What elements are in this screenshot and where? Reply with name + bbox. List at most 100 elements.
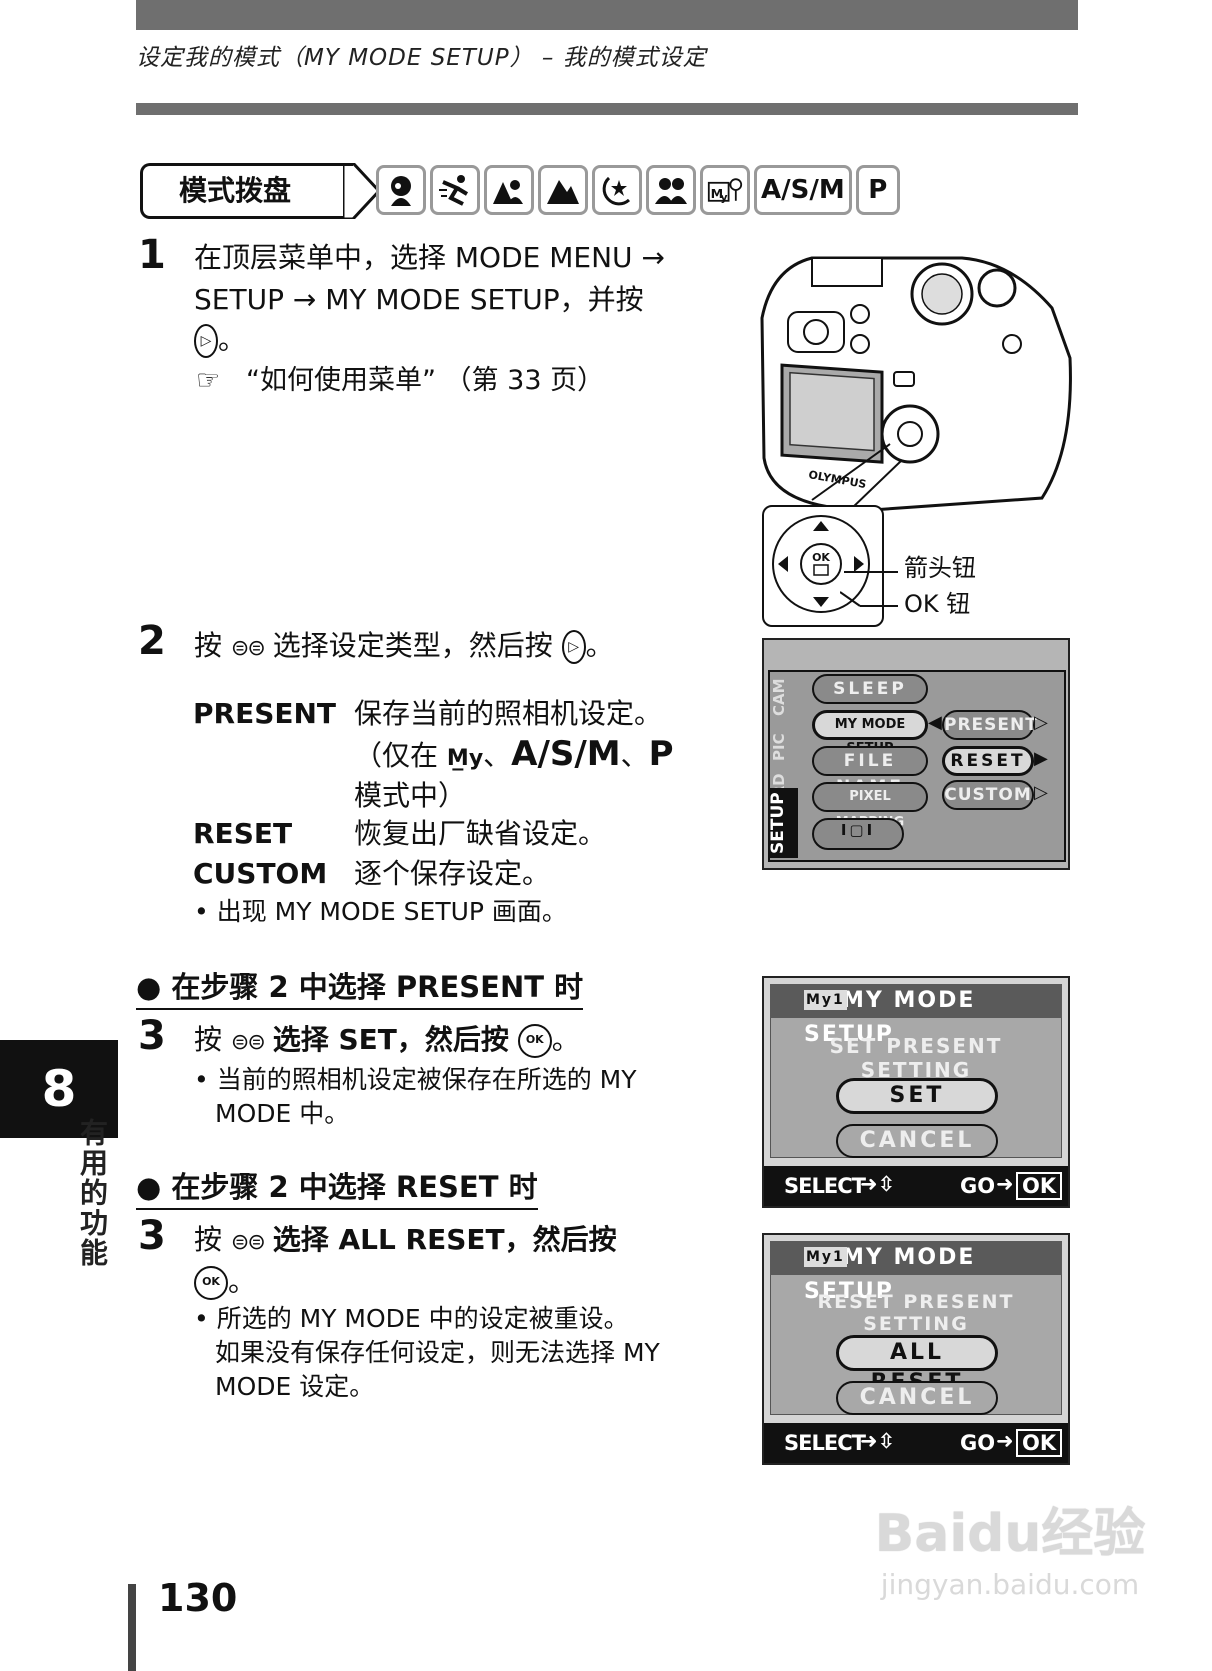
select-hint: SELECT — [784, 1431, 866, 1455]
top-bar — [136, 0, 1078, 30]
go-arrow-icon: ➜ — [996, 1172, 1014, 1196]
menu-item-file-name[interactable]: FILE NAME — [812, 746, 928, 797]
up-down-buttons-icon: ⊜⊜ — [230, 1230, 266, 1255]
step-2-number: 2 — [138, 618, 166, 664]
reset-present-screen: My1 MY MODE SETUP RESET PRESENT SETTING … — [762, 1233, 1070, 1465]
select-arrow-icon: ➜⇳ — [860, 1429, 896, 1453]
step-1-line-2: SETUP → MY MODE SETUP，并按 — [194, 283, 644, 316]
setup-menu-screen: CAM PIC CARD SETUP SLEEP MY MODE SETUP F… — [762, 638, 1070, 870]
chapter-title: 有用的功能 — [76, 1118, 109, 1268]
select-hint: SELECT — [784, 1174, 866, 1198]
landscape-portrait-icon — [484, 165, 534, 215]
header-divider — [136, 103, 1078, 115]
step-1-reference: ☞“如何使用菜单” （第 33 页） — [196, 365, 605, 396]
mode-p: P — [855, 165, 900, 215]
ok-button-label: OK 钮 — [904, 590, 971, 618]
option-present-note-2: 模式中） — [354, 779, 467, 812]
submenu-reset[interactable]: RESET — [942, 746, 1034, 776]
ok-button-icon: OK — [517, 1024, 552, 1058]
step-3-reset-bullet-2: 如果没有保存任何设定，则无法选择 MY — [215, 1338, 660, 1367]
menu-item-pixel-mapping[interactable]: PIXEL MAPPING — [812, 782, 928, 830]
right-arrow-button-icon: ▷ — [561, 630, 586, 664]
page-number: 130 — [158, 1576, 238, 1620]
select-arrow-icon: ➜⇳ — [860, 1172, 896, 1196]
submenu-custom[interactable]: CUSTOM — [942, 780, 1034, 810]
step-3-present-bullet-1: • 当前的照相机设定被保存在所选的 MY — [194, 1065, 637, 1094]
set-present-screen: My1 MY MODE SETUP SET PRESENT SETTING SE… — [762, 976, 1070, 1208]
mode-dial-arrow-icon — [343, 163, 382, 219]
option-custom-desc: 逐个保存设定。 — [354, 857, 551, 890]
chapter-number-tab: 8 — [0, 1040, 118, 1138]
screen-subtitle: RESET PRESENT SETTING — [817, 1291, 1015, 1335]
up-down-buttons-icon: ⊜⊜ — [230, 636, 266, 661]
menu-tab-setup[interactable]: SETUP — [768, 788, 798, 858]
arrow-button-label: 箭头钮 — [904, 554, 976, 582]
my-mode-icon: M̲y — [446, 746, 484, 771]
section-reset-heading: ● 在步骤 2 中选择 RESET 时 — [136, 1164, 538, 1210]
step-3-present-instruction: 按 ⊜⊜ 选择 SET，然后按 OK。 — [194, 1023, 580, 1058]
step-2-bullet: • 出现 MY MODE SETUP 画面。 — [194, 897, 567, 926]
watermark-text: Baidu经验 — [874, 1504, 1146, 1564]
screen-title-bar: My1 MY MODE SETUP — [770, 1241, 1062, 1304]
screen-title-bar: My1 MY MODE SETUP — [770, 984, 1062, 1047]
up-down-buttons-icon: ⊜⊜ — [230, 1030, 266, 1055]
my-mode-1-icon: My1 — [804, 990, 847, 1010]
step-1-number: 1 — [138, 232, 166, 278]
ok-button-icon: OK — [194, 1266, 228, 1300]
cancel-button[interactable]: CANCEL — [836, 1381, 998, 1415]
sports-icon — [430, 165, 480, 215]
step-3-reset-instruction: 按 ⊜⊜ 选择 ALL RESET，然后按 — [194, 1223, 617, 1256]
night-scene-icon — [592, 165, 642, 215]
step-3-reset-number: 3 — [138, 1213, 166, 1259]
svg-text:OK: OK — [812, 551, 830, 564]
step-3-present-bullet-2: MODE 中。 — [215, 1099, 350, 1128]
right-arrow-button-icon: ▷ — [194, 324, 218, 358]
arrow-pad-zoom: OK — [762, 505, 884, 627]
my-mode-1-icon: My1 — [804, 1247, 847, 1267]
landscape-icon — [538, 165, 588, 215]
all-reset-button[interactable]: ALL RESET — [836, 1335, 998, 1395]
menu-item-sleep[interactable]: SLEEP — [812, 674, 928, 704]
option-present-key: PRESENT — [193, 697, 337, 730]
reference-hand-icon: ☞ — [196, 365, 221, 396]
submenu-present[interactable]: PRESENT — [942, 710, 1037, 740]
watermark-url: jingyan.baidu.com — [880, 1568, 1140, 1601]
option-custom-key: CUSTOM — [193, 857, 328, 890]
go-hint: GO — [960, 1174, 996, 1198]
left-arrow-icon: ◀ — [928, 712, 942, 733]
step-3-present-number: 3 — [138, 1013, 166, 1059]
section-present-heading: ● 在步骤 2 中选择 PRESENT 时 — [136, 964, 584, 1010]
step-2-instruction: 按 ⊜⊜ 选择设定类型，然后按 ▷。 — [194, 629, 614, 664]
page-header-title: 设定我的模式（MY MODE SETUP） – 我的模式设定 — [136, 45, 707, 71]
svg-text:M: M — [711, 186, 724, 201]
ok-key: OK — [1016, 1429, 1063, 1457]
set-button[interactable]: SET — [836, 1078, 998, 1114]
callout-lines — [840, 571, 898, 607]
cancel-button[interactable]: CANCEL — [836, 1124, 998, 1158]
page-number-bar — [128, 1584, 136, 1671]
go-hint: GO — [960, 1431, 996, 1455]
menu-item-my-mode-setup[interactable]: MY MODE SETUP — [812, 710, 928, 756]
step-1-line-1: 在顶层菜单中，选择 MODE MENU → — [194, 241, 665, 274]
option-reset-key: RESET — [193, 817, 293, 850]
watermark-logo: Baidu经验 jingyan.baidu.com — [860, 1500, 1160, 1620]
monitor-brightness-icon: I▢I — [840, 821, 876, 839]
mode-asm: A/S/M — [754, 165, 852, 215]
step-3-reset-bullet-3: MODE 设定。 — [215, 1372, 375, 1401]
option-present-note: （仅在 M̲y、A/S/M、P — [354, 734, 674, 774]
arrow-pad-icon: OK — [772, 515, 870, 613]
step-3-reset-bullet-1: • 所选的 MY MODE 中的设定被重设。 — [194, 1304, 629, 1333]
ok-key: OK — [1016, 1172, 1063, 1200]
self-portrait-icon — [646, 165, 696, 215]
screen-footer: SELECT ➜⇳ GO ➜ OK — [764, 1423, 1068, 1463]
mode-dial-label: 模式拨盘 — [140, 163, 350, 219]
right-arrow-icon: ▷ — [1034, 712, 1048, 733]
svg-text:y: y — [721, 191, 728, 204]
menu-item-display[interactable]: I▢I — [812, 818, 904, 850]
step-1-line-3: ▷。 — [194, 320, 246, 360]
menu-tab-cam[interactable]: CAM — [770, 678, 788, 716]
menu-tab-pic[interactable]: PIC — [770, 733, 788, 761]
screen-footer: SELECT ➜⇳ GO ➜ OK — [764, 1166, 1068, 1206]
